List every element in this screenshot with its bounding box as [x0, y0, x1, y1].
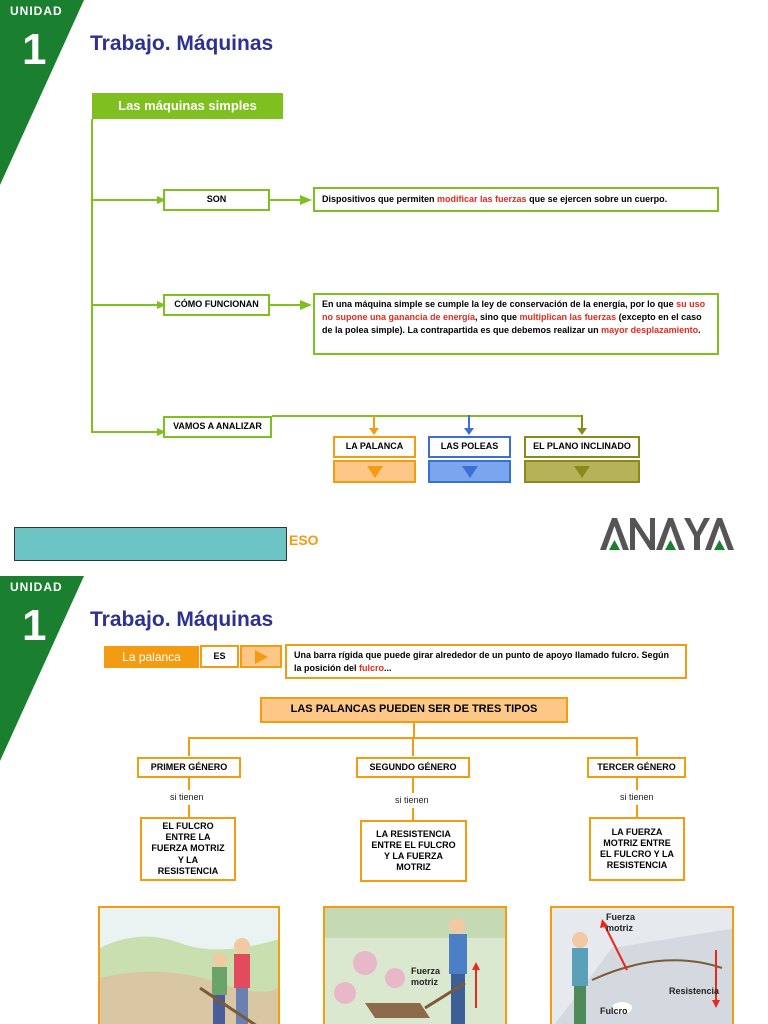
image-label-resistencia: Resistencia [669, 986, 720, 996]
como-funcionan-description: En una máquina simple se cumple la ley d… [313, 293, 719, 355]
types-header: LAS PALANCAS PUEDEN SER DE TRES TIPOS [260, 697, 568, 723]
image-label-fuerza: Fuerza motriz [606, 912, 636, 933]
connector-line [269, 304, 307, 306]
arrow-down-icon [577, 428, 587, 435]
connector-line [373, 415, 375, 431]
play-button[interactable] [240, 645, 282, 668]
connector-line [636, 778, 638, 790]
slide-title: Trabajo. Máquinas [90, 32, 274, 55]
connector-line [272, 415, 583, 417]
arrow-down-icon [369, 428, 379, 435]
item-poleas[interactable]: LAS POLEAS [428, 436, 511, 458]
palanca-definition: Una barra rígida que puede girar alreded… [285, 644, 687, 679]
slide-simple-machines: UNIDAD 1 Trabajo. Máquinas Las máquinas … [0, 0, 734, 561]
connector-label: si tienen [620, 792, 654, 802]
connector-line [413, 723, 415, 738]
connector-line [91, 199, 164, 201]
connector-line [269, 199, 307, 201]
connector-line [91, 304, 164, 306]
arrow-icon [300, 195, 312, 205]
connector-line [412, 737, 414, 756]
genre-primer-desc: EL FULCRO ENTRE LA FUERZA MOTRIZ Y LA RE… [140, 817, 236, 881]
unit-label: UNIDAD [10, 4, 63, 18]
lever-second-class-illustration: Fuerza motriz [323, 906, 507, 1024]
genre-segundo-desc: LA RESISTENCIA ENTRE EL FULCRO Y LA FUER… [360, 820, 467, 882]
unit-number: 1 [22, 601, 47, 650]
item-palanca-button[interactable] [333, 460, 416, 483]
triangle-down-icon [574, 465, 590, 478]
image-label-fulcro: Fulcro [600, 1006, 628, 1016]
unit-number: 1 [22, 25, 47, 74]
lever-third-class-illustration: Fuerza motriz Resistencia Fulcro [550, 906, 734, 1024]
connector-line [91, 119, 93, 433]
play-icon [255, 649, 268, 664]
connector-label: si tienen [395, 795, 429, 805]
unit-label: UNIDAD [10, 580, 63, 594]
connector-line [91, 431, 164, 433]
item-poleas-button[interactable] [428, 460, 511, 483]
connector-label: si tienen [170, 792, 204, 802]
connector-line [188, 778, 190, 790]
item-plano-inclinado[interactable]: EL PLANO INCLINADO [524, 436, 640, 458]
son-box: SON [163, 189, 270, 211]
son-description: Dispositivos que permiten modificar las … [313, 187, 719, 212]
connector-line [188, 737, 190, 756]
genre-tercer-desc: LA FUERZA MOTRIZ ENTRE EL FULCRO Y LA RE… [589, 817, 685, 881]
unit-badge [0, 0, 84, 185]
fishing-rod-icon [552, 908, 732, 1024]
connector-line [581, 415, 583, 431]
slide-la-palanca: UNIDAD 1 Trabajo. Máquinas La palanca ES… [0, 576, 768, 1024]
header-box: Las máquinas simples [92, 93, 283, 119]
connector-line [412, 778, 414, 793]
genre-segundo: SEGUNDO GÉNERO [356, 757, 470, 778]
arrow-icon [157, 196, 166, 204]
image-label-fuerza: Fuerza motriz [411, 966, 441, 987]
es-label: ES [200, 645, 239, 668]
arrow-icon [300, 300, 312, 310]
lever-first-class-illustration [98, 906, 280, 1024]
triangle-down-icon [461, 465, 478, 478]
connector-line [188, 805, 190, 818]
item-plano-inclinado-button[interactable] [524, 460, 640, 483]
footer-bar [14, 527, 287, 561]
como-funcionan-box: CÓMO FUNCIONAN [163, 294, 270, 316]
item-palanca[interactable]: LA PALANCA [333, 436, 416, 458]
genre-primer: PRIMER GÉNERO [137, 757, 241, 778]
connector-line [636, 737, 638, 756]
connector-line [412, 808, 414, 820]
brand-logo [600, 514, 734, 554]
genre-tercer: TERCER GÉNERO [587, 757, 686, 778]
anaya-logo-icon [600, 518, 734, 550]
triangle-down-icon [366, 465, 383, 478]
wheelbarrow-icon [325, 908, 505, 1024]
palanca-label: La palanca [104, 646, 199, 668]
connector-line [468, 415, 470, 431]
arrow-down-icon [464, 428, 474, 435]
unit-badge [0, 576, 84, 761]
footer-eso: ESO [289, 532, 319, 548]
connector-line [636, 805, 638, 818]
analizar-box: VAMOS A ANALIZAR [163, 416, 272, 438]
slide-title: Trabajo. Máquinas [90, 608, 274, 631]
people-lever-icon [100, 908, 278, 1024]
arrow-icon [157, 301, 166, 309]
arrow-icon [157, 428, 166, 436]
